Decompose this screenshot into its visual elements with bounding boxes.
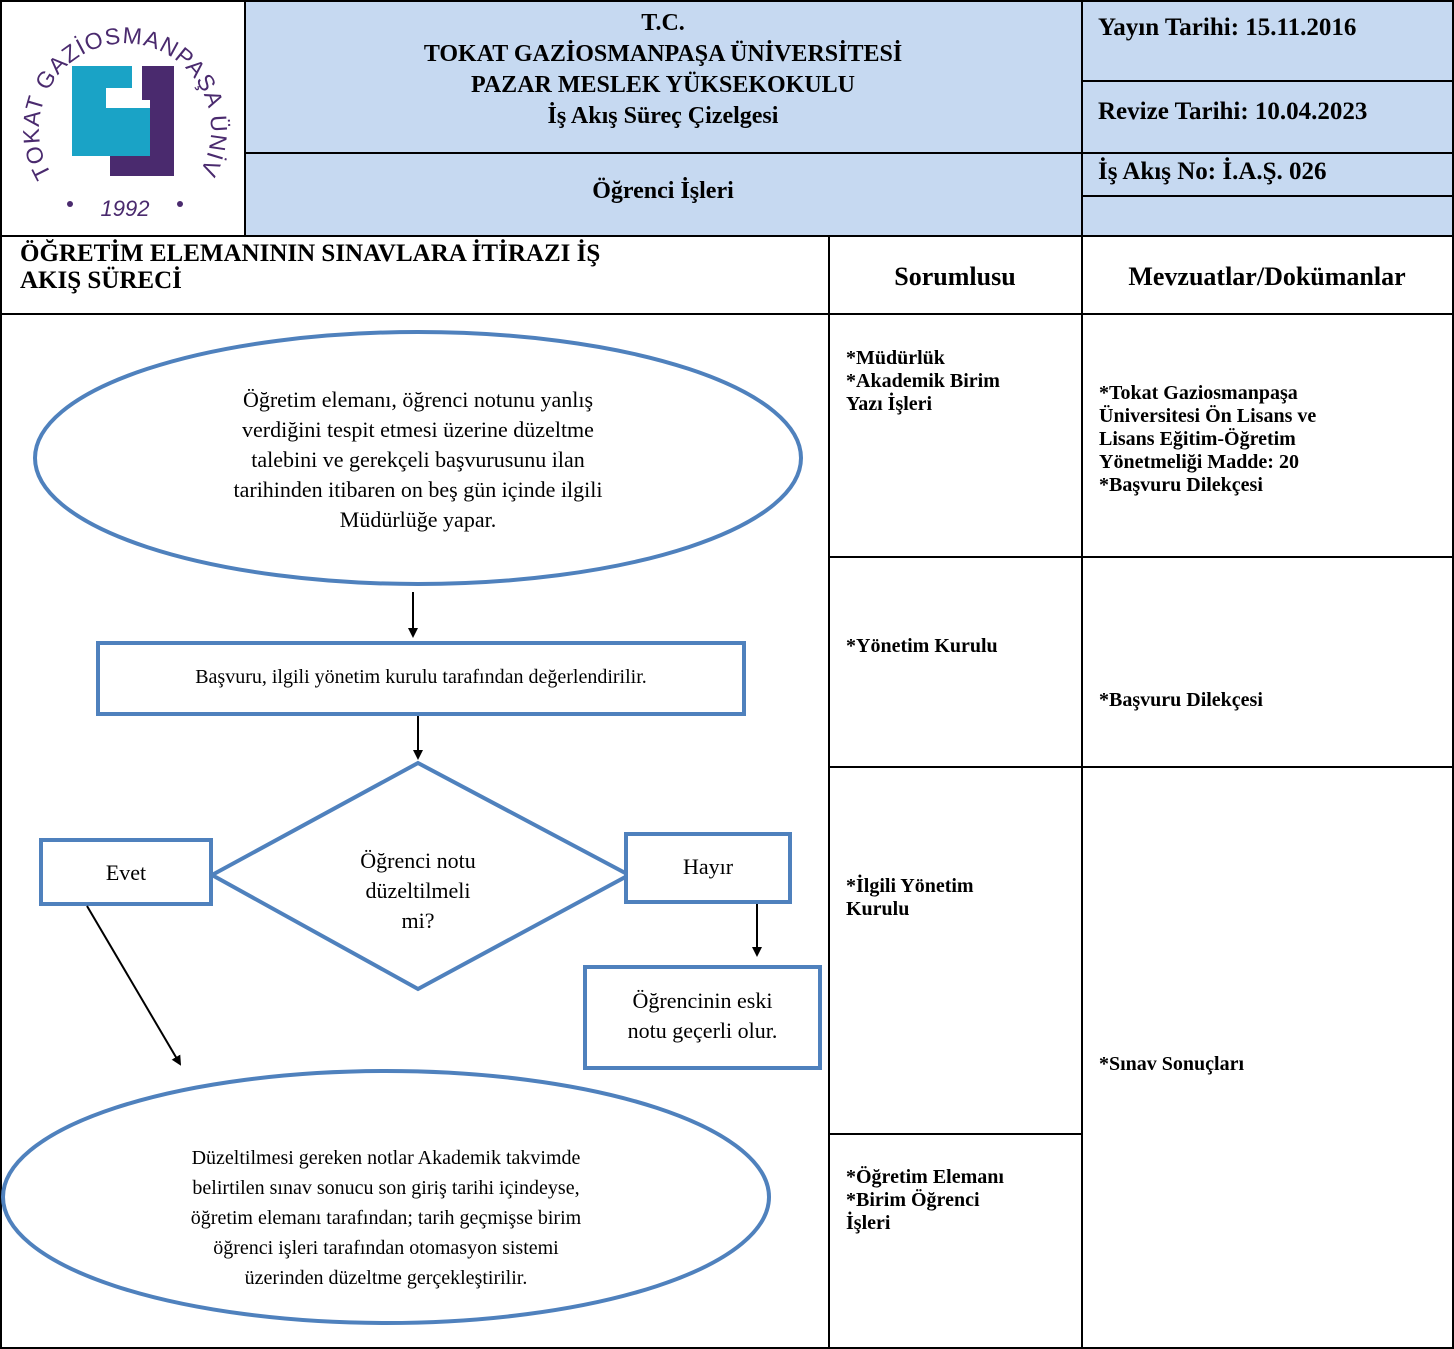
start-line: Öğretim elemanı, öğrenci notunu yanlış: [242, 387, 594, 412]
grid-line: [0, 0, 1454, 2]
title-line: T.C.: [641, 10, 685, 36]
end-line: belirtilen sınav sonucu son giriş tarihi…: [192, 1177, 580, 1199]
responsible-line: *Yönetim Kurulu: [846, 635, 998, 657]
no-box: [624, 832, 792, 904]
header-unit-cell: [245, 153, 1081, 235]
grid-line: [0, 0, 2, 1349]
end-line: öğrenci işleri tarafından otomasyon sist…: [213, 1237, 559, 1259]
no-result-text: Öğrencinin eski notu geçerli olur.: [585, 986, 820, 1046]
responsible-line: Yazı İşleri: [846, 393, 933, 415]
title-line: PAZAR MESLEK YÜKSEKOKULU: [470, 72, 856, 98]
documents-column-header: Mevzuatlar/Dokümanlar: [1128, 262, 1406, 291]
end-ellipse: [1, 1069, 771, 1325]
grid-line: [1452, 0, 1454, 1349]
document-line: *Başvuru Dilekçesi: [1099, 474, 1263, 496]
grid-line: [1082, 80, 1454, 82]
responsible-cell-2: *Yönetim Kurulu: [846, 635, 998, 658]
grid-line: [0, 1347, 1454, 1349]
responsible-line: *Akademik Birim: [846, 370, 1000, 392]
header-title-cell: [245, 2, 1081, 152]
responsible-cell-1: *Müdürlük *Akademik Birim Yazı İşleri: [846, 347, 1000, 416]
process-title-line: ÖĞRETİM ELEMANININ SINAVLARA İTİRAZI İŞ: [20, 240, 601, 267]
documents-cell-3: *Sınav Sonuçları: [1099, 1053, 1244, 1076]
grid-line: [1081, 0, 1083, 1349]
start-text: Öğretim elemanı, öğrenci notunu yanlış v…: [118, 385, 718, 535]
grid-line: [245, 152, 1454, 154]
evaluate-box: [96, 641, 746, 716]
responsible-line: *İlgili Yönetim: [846, 875, 974, 897]
start-line: Müdürlüğe yapar.: [339, 507, 497, 532]
responsible-column-header: Sorumlusu: [894, 262, 1016, 291]
start-ellipse: [33, 330, 803, 586]
header-flowno-cell: [1082, 153, 1452, 235]
no-result-line: notu geçerli olur.: [627, 1018, 778, 1043]
decision-text: Öğrenci notu düzeltilmeli mi?: [318, 846, 518, 936]
process-title: ÖĞRETİM ELEMANININ SINAVLARA İTİRAZI İŞ …: [20, 240, 820, 294]
title-line: İş Akış Süreç Çizelgesi: [547, 103, 779, 129]
start-line: talebini ve gerekçeli başvurusunu ilan: [251, 447, 585, 472]
evaluate-text: Başvuru, ilgili yönetim kurulu tarafında…: [195, 666, 647, 688]
document-line: *Tokat Gaziosmanpaşa: [1099, 382, 1298, 404]
unit-name: Öğrenci İşleri: [592, 178, 734, 204]
documents-cell-1: *Tokat Gaziosmanpaşa Üniversitesi Ön Lis…: [1099, 382, 1316, 497]
documents-cell-2: *Başvuru Dilekçesi: [1099, 689, 1263, 712]
document-line: Yönetmeliği Madde: 20: [1099, 451, 1299, 473]
responsible-cell-3: *İlgili Yönetim Kurulu: [846, 875, 974, 921]
grid-line: [0, 313, 1454, 315]
decision-diamond: [207, 760, 634, 992]
responsible-line: Kurulu: [846, 898, 910, 920]
start-line: verdiğini tespit etmesi üzerine düzeltme: [242, 417, 594, 442]
publish-date: Yayın Tarihi: 15.11.2016: [1098, 14, 1357, 41]
header-publish-cell: [1082, 2, 1452, 80]
document-line: *Başvuru Dilekçesi: [1099, 689, 1263, 711]
grid-line: [828, 556, 1454, 558]
grid-line: [828, 1133, 1082, 1135]
responsible-line: *Öğretim Elemanı: [846, 1166, 1004, 1188]
title-line: TOKAT GAZİOSMANPAŞA ÜNİVERSİTESİ: [423, 41, 903, 67]
no-label: Hayır: [682, 854, 734, 879]
decision-line: mi?: [401, 908, 435, 933]
revision-date: Revize Tarihi: 10.04.2023: [1098, 98, 1368, 125]
decision-line: düzeltilmeli: [365, 878, 471, 903]
grid-line: [828, 235, 830, 1349]
document-line: Üniversitesi Ön Lisans ve: [1099, 405, 1317, 427]
grid-line: [0, 235, 1454, 237]
responsible-line: İşleri: [846, 1212, 891, 1234]
logo-year: 1992: [101, 196, 150, 221]
grid-line: [244, 0, 246, 236]
flow-number: İş Akış No: İ.A.Ş. 026: [1098, 158, 1327, 185]
end-line: öğretim elemanı tarafından; tarih geçmiş…: [190, 1207, 582, 1229]
end-line: Düzeltilmesi gereken notlar Akademik tak…: [191, 1147, 581, 1169]
document-line: *Sınav Sonuçları: [1099, 1053, 1245, 1075]
responsible-line: *Birim Öğrenci: [846, 1189, 980, 1211]
end-text: Düzeltilmesi gereken notlar Akademik tak…: [86, 1143, 686, 1293]
arrow: [86, 905, 182, 1066]
responsible-cell-4: *Öğretim Elemanı *Birim Öğrenci İşleri: [846, 1166, 1004, 1235]
header-revision-cell: [1082, 81, 1452, 152]
start-line: tarihinden itibaren on beş gün içinde il…: [233, 477, 603, 502]
no-result-box: [583, 965, 822, 1070]
yes-box: [39, 838, 213, 906]
process-title-line: AKIŞ SÜRECİ: [20, 267, 182, 294]
document-line: Lisans Eğitim-Öğretim: [1099, 428, 1296, 450]
grid-line: [1082, 195, 1454, 197]
grid-line: [828, 766, 1454, 768]
no-result-line: Öğrencinin eski: [632, 988, 773, 1013]
university-logo: TOKAT GAZİOSMANPAŞA ÜNİVERSİTESİ 1992: [14, 8, 236, 230]
yes-label: Evet: [105, 860, 147, 885]
responsible-line: *Müdürlük: [846, 347, 945, 369]
header-title: T.C. TOKAT GAZİOSMANPAŞA ÜNİVERSİTESİ PA…: [245, 8, 1081, 132]
end-line: üzerinden düzeltme gerçekleştirilir.: [244, 1267, 528, 1289]
decision-line: Öğrenci notu: [360, 848, 476, 873]
